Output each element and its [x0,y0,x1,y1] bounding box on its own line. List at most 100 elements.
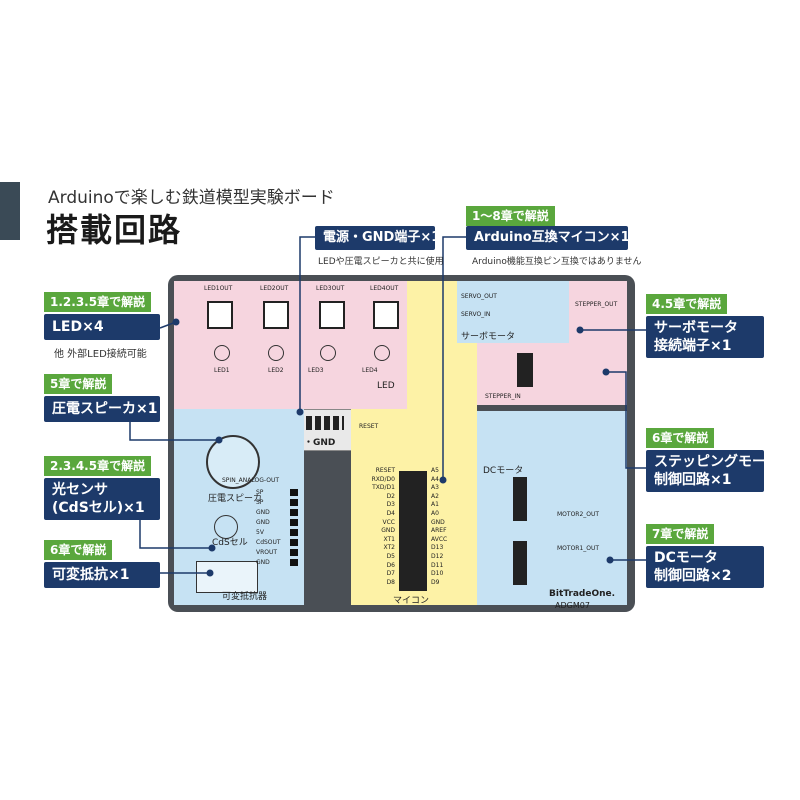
stepper-chip [517,353,533,387]
dc-callout: DCモータ 制御回路×2 [646,546,764,588]
arduino-note: Arduino機能互換ピン互換ではありません [472,257,642,267]
spin-pin-label: GND [256,559,270,566]
led2out-label: LED2OUT [260,285,289,292]
cds-label: CdSセル [212,538,248,548]
mcu-pin-label: RESET [375,467,395,474]
led3-icon [320,345,336,361]
mcu-pin-label: D13 [431,544,444,552]
spin-pin-column: SP SP GND GND 5V CdSOUT VROUT GND [256,489,298,579]
mcu-pin-label: VCC [382,518,395,526]
arduino-callout: Arduino互換マイコン×1 [466,226,630,250]
mcu-pin-label: D3 [386,501,395,509]
cds-callout-line2: (CdSセル)×1 [52,500,145,516]
mcu-pin-label: A4 [431,475,439,483]
variable-resistor-icon [196,561,258,593]
mcu-pin-label: D7 [386,570,395,578]
mcu-pin-label: D8 [386,578,395,586]
cds-callout: 光センサ (CdSセル)×1 [44,478,160,520]
led4-icon [374,345,390,361]
motor-driver-chip-2 [513,541,527,585]
pcb-board: LED LED1OUT LED2OUT LED3OUT LED4OUT LED1… [168,275,635,612]
cds-callout-line1: 光センサ [52,482,108,498]
mcu-pin-label: D12 [431,553,444,560]
mcu-pin-label: TXD/D1 [372,484,395,492]
piezo-speaker-icon [206,435,260,489]
mcu-pin-label: A0 [431,510,439,517]
page-subtitle: Arduinoで楽しむ鉄道模型実験ボード [48,188,335,208]
mcu-chip [399,471,427,591]
led-note: 他 外部LED接続可能 [54,349,147,360]
stepper-chapter-badge: 6章で解説 [646,428,715,448]
stepper-callout: ステッピングモータ 制御回路×1 [646,450,780,492]
mcu-pin-label: D2 [386,492,395,500]
power-gnd-label: 電源・GND [286,438,336,448]
servo-callout-line1: サーボモータ [654,320,738,336]
servo-label: サーボモータ [461,332,516,342]
led2-label: LED2 [268,367,284,374]
spin-pin-label: CdSOUT [256,539,281,546]
spin-pin-label: SP [256,489,264,496]
header-accent-bar [0,182,20,240]
led1-label: LED1 [214,367,230,374]
spin-pin-label: GND [256,509,270,516]
cds-cell-icon [214,515,238,539]
dc-callout-line2: 制御回路×2 [654,568,732,584]
led1-icon [214,345,230,361]
servo-callout: サーボモータ 接続端子×1 [646,316,764,358]
stepper-region: STEPPER_IN [477,343,627,405]
led3-connector [319,301,345,329]
led4-connector [373,301,399,329]
reset-label: RESET [359,423,379,430]
piezo-callout: 圧電スピーカ×1 [44,396,160,422]
servo-in-label: SERVO_IN [461,311,491,318]
power-gnd-callout: 電源・GND端子×1 [315,226,440,250]
mcu-pin-label: XT1 [383,535,396,543]
led4out-label: LED4OUT [370,285,399,292]
mcu-pin-label: GND [431,518,445,526]
stepper-in-label: STEPPER_IN [485,393,521,400]
led1-connector [207,301,233,329]
spin-header [290,489,298,567]
servo-chapter-badge: 4.5章で解説 [646,294,728,314]
spin-area: SPIN_ANALOG-OUT [218,409,304,539]
led2-connector [263,301,289,329]
model-label: ADGM07 [555,601,590,610]
dc-motor-region: DCモータ MOTOR2_OUT MOTOR1_OUT BitTradeOne.… [477,411,627,610]
servo-out-label: SERVO_OUT [461,293,497,300]
motor1-out-label: MOTOR1_OUT [557,545,600,552]
mcu-pin-label: A3 [431,484,439,492]
led2-icon [268,345,284,361]
vr-label: 可変抵抗器 [222,592,268,602]
mcu-pin-label: D11 [431,561,444,569]
motor-driver-chip-1 [513,477,527,521]
led-callout: LED×4 [44,314,160,340]
spin-pin-label: VROUT [256,549,278,556]
arduino-chapter-badge: 1〜8章で解説 [466,206,555,226]
mcu-pin-label: AREF [431,527,447,535]
stepper-out-label: STEPPER_OUT [575,301,618,308]
mcu-label: マイコン [393,596,430,606]
led-chapter-badge: 1.2.3.5章で解説 [44,292,152,312]
mcu-pin-label: D5 [386,553,395,560]
brand-label: BitTradeOne. [549,589,616,599]
led3out-label: LED3OUT [316,285,345,292]
dc-label: DCモータ [483,466,524,476]
mcu-pin-label: A5 [431,467,439,474]
dc-chapter-badge: 7章で解説 [646,524,715,544]
piezo-label: 圧電スピーカ [208,494,263,504]
mcu-pin-label: D10 [431,570,444,578]
piezo-chapter-badge: 5章で解説 [44,374,113,394]
mcu-pin-label: D6 [386,561,395,569]
mcu-pin-label: RXD/D0 [371,475,395,483]
stepper-callout-line1: ステッピングモータ [654,454,780,470]
cds-chapter-badge: 2.3.4.5章で解説 [44,456,152,476]
mcu-pin-label: D4 [386,510,395,517]
mcu-pin-label: AVCC [431,535,448,543]
servo-region: SERVO_OUT SERVO_IN サーボモータ [457,281,569,343]
spin-pin-label: 5V [256,529,264,536]
vr-callout: 可変抵抗×1 [44,562,160,588]
led3-label: LED3 [308,367,324,374]
mcu-pin-label: D9 [431,578,440,586]
led4-label: LED4 [362,367,378,374]
